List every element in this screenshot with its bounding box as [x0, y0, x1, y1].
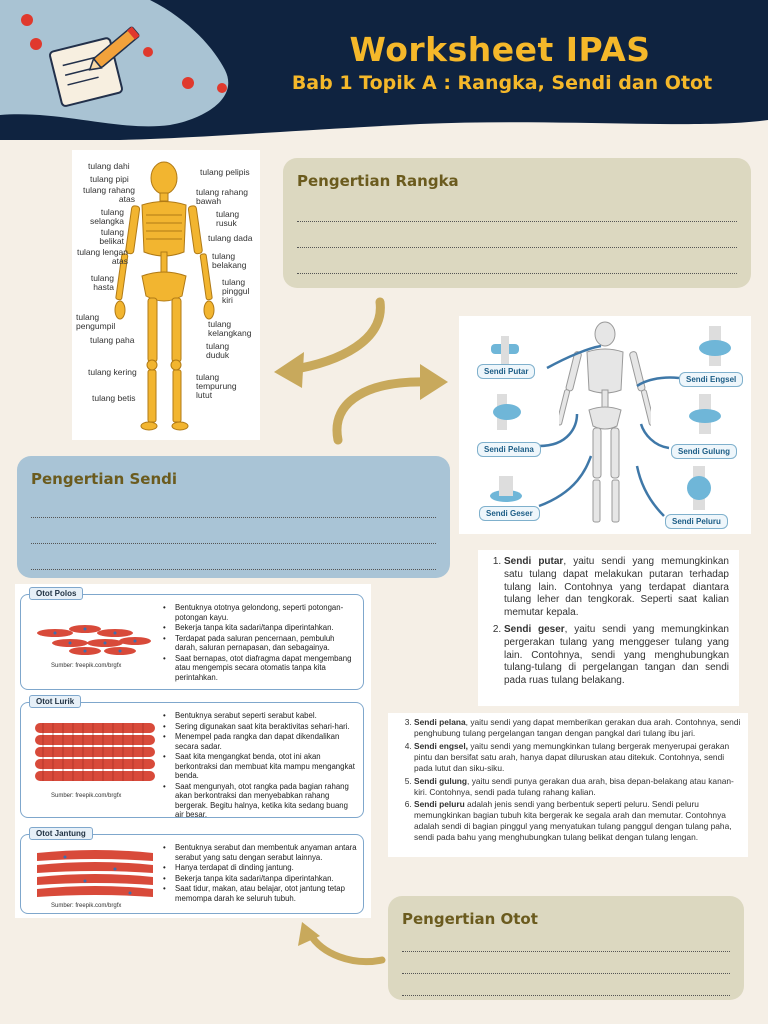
list-item: Saat mengunyah, otot rangka pada bagian … — [163, 782, 357, 820]
label-tulang-pinggul-kiri: tulang pinggul kiri — [222, 277, 250, 305]
label-tulang-lengan-atas: tulang lengan atas — [76, 247, 128, 266]
sendi-list-1-items: Sendi putar, yaitu sendi yang memungkink… — [484, 556, 729, 688]
label-tulang-kelangkang: tulang kelangkang — [208, 319, 252, 338]
sendi-engsel-icon — [699, 326, 731, 366]
sendi-list-1: Sendi putar, yaitu sendi yang memungkink… — [478, 550, 739, 706]
list-item: Sendi pelana, yaitu sendi yang dapat mem… — [414, 717, 742, 739]
otot-card-title: Pengertian Otot — [402, 910, 538, 928]
otot-jantung-source: Sumber: freepik.com/brgfx — [51, 903, 122, 909]
answer-line[interactable] — [402, 974, 730, 996]
sendi-card: Pengertian Sendi — [17, 456, 450, 578]
otot-lurik-tag: Otot Lurik — [29, 695, 82, 708]
label-tulang-kering: tulang kering — [88, 367, 137, 377]
list-item: Bentuknya serabut seperti serabut kabel. — [163, 711, 357, 721]
label-sendi-putar: Sendi Putar — [477, 364, 536, 379]
label-tulang-pengumpil: tulang pengumpil — [76, 312, 116, 331]
label-tulang-rusuk: tulang rusuk — [216, 209, 240, 228]
otot-polos-source: Sumber: freepik.com/brgfx — [51, 663, 122, 669]
label-sendi-peluru: Sendi Peluru — [665, 514, 728, 529]
answer-line[interactable] — [31, 544, 436, 570]
sendi-putar-icon — [491, 336, 519, 364]
otot-jantung-illustration — [37, 850, 153, 897]
notebook-pencil-icon — [48, 26, 140, 107]
arrows-decoration — [274, 297, 448, 445]
answer-line[interactable] — [402, 936, 730, 952]
list-item: Sendi putar, yaitu sendi yang memungkink… — [504, 556, 729, 620]
answer-line[interactable] — [297, 222, 737, 248]
human-skeleton-figure — [559, 321, 651, 523]
sendi-list-2-items: Sendi pelana, yaitu sendi yang dapat mem… — [392, 717, 742, 843]
list-item: Sendi peluru adalah jenis sendi yang ber… — [414, 799, 742, 843]
otot-polos-tag: Otot Polos — [29, 587, 84, 600]
skeleton-figure — [114, 161, 215, 431]
label-tulang-duduk: tulang duduk — [206, 341, 230, 360]
joints-diagram: Sendi Putar Sendi Pelana Sendi Geser Sen… — [459, 316, 751, 534]
label-tulang-tempurung-lutut: tulang tempurung lutut — [196, 372, 237, 400]
answer-line[interactable] — [31, 518, 436, 544]
label-tulang-rahang-bawah: tulang rahang bawah — [196, 187, 248, 206]
otot-jantung-box: Otot Jantung Sumber: freepik.com/brgfx B… — [20, 827, 364, 914]
list-item: Saat kita mengangkat benda, otot ini aka… — [163, 752, 357, 781]
sendi-pelana-icon — [493, 394, 521, 430]
page-subtitle: Bab 1 Topik A : Rangka, Sendi dan Otot — [291, 72, 713, 94]
list-item: Bentuknya serabut dan membentuk anyaman … — [163, 843, 357, 862]
label-tulang-belikat: tulang belikat — [99, 227, 124, 246]
label-tulang-pelipis: tulang pelipis — [200, 167, 250, 177]
label-tulang-hasta: tulang hasta — [90, 273, 114, 292]
answer-line[interactable] — [402, 952, 730, 974]
otot-lurik-list: Bentuknya serabut seperti serabut kabel.… — [163, 711, 357, 821]
otot-polos-box: Otot Polos Sumber: freepik.com/brgfx Ben… — [20, 587, 364, 690]
bottom-arrow-decoration — [298, 922, 386, 966]
answer-line[interactable] — [31, 502, 436, 518]
otot-lurik-illustration — [35, 723, 155, 781]
label-tulang-betis: tulang betis — [92, 393, 136, 403]
sendi-geser-icon — [490, 476, 522, 502]
label-sendi-gulung: Sendi Gulung — [671, 444, 737, 459]
otot-polos-illustration — [37, 625, 151, 655]
list-item: Saat bernapas, otot diafragma dapat meng… — [163, 654, 357, 683]
label-tulang-dada: tulang dada — [208, 233, 253, 243]
label-sendi-engsel: Sendi Engsel — [679, 372, 744, 387]
label-tulang-dahi: tulang dahi — [88, 161, 130, 171]
list-item: Sendi geser, yaitu sendi yang memungkink… — [504, 624, 729, 688]
list-item: Bekerja tanpa kita sadari/tanpa diperint… — [163, 623, 357, 633]
label-tulang-belakang: tulang belakang — [212, 251, 247, 270]
list-item: Hanya terdapat di dinding jantung. — [163, 863, 357, 873]
otot-jantung-list: Bentuknya serabut dan membentuk anyaman … — [163, 843, 357, 904]
list-item: Bekerja tanpa kita sadari/tanpa diperint… — [163, 874, 357, 884]
label-tulang-paha: tulang paha — [90, 335, 135, 345]
sendi-gulung-icon — [689, 394, 721, 434]
otot-jantung-tag: Otot Jantung — [29, 827, 93, 840]
list-item: Sendi engsel, yaitu sendi yang memungkin… — [414, 741, 742, 774]
list-item: Terdapat pada saluran pencernaan, pembul… — [163, 634, 357, 653]
label-tulang-rahang-atas: tulang rahang atas — [83, 185, 135, 204]
sendi-list-2: Sendi pelana, yaitu sendi yang dapat mem… — [388, 713, 748, 857]
otot-card: Pengertian Otot — [388, 896, 744, 1000]
joint-pointer-arrows — [538, 344, 680, 517]
otot-polos-list: Bentuknya ototnya gelondong, seperti pot… — [163, 603, 357, 683]
otot-lurik-box: Otot Lurik Sumber: freepik.com/brgfx Ben… — [20, 695, 364, 821]
skeleton-diagram: tulang dahi tulang pipi tulang rahang at… — [72, 150, 260, 440]
label-tulang-selangka: tulang selangka — [89, 207, 124, 226]
rangka-card: Pengertian Rangka — [283, 158, 751, 288]
list-item: Menempel pada rangka dan dapat dikendali… — [163, 732, 357, 751]
list-item: Sendi gulung, yaitu sendi punya gerakan … — [414, 776, 742, 798]
sendi-peluru-icon — [687, 466, 711, 510]
label-tulang-pipi: tulang pipi — [90, 174, 129, 184]
answer-line[interactable] — [297, 204, 737, 222]
list-item: Saat tidur, makan, atau belajar, otot ja… — [163, 884, 357, 903]
label-sendi-pelana: Sendi Pelana — [477, 442, 541, 457]
otot-lurik-source: Sumber: freepik.com/brgfx — [51, 793, 122, 799]
sendi-card-title: Pengertian Sendi — [31, 470, 178, 488]
page-title: Worksheet IPAS — [349, 30, 651, 69]
answer-line[interactable] — [297, 248, 737, 274]
list-item: Bentuknya ototnya gelondong, seperti pot… — [163, 603, 357, 622]
list-item: Sering digunakan saat kita beraktivitas … — [163, 722, 357, 732]
rangka-card-title: Pengertian Rangka — [297, 172, 459, 190]
label-sendi-geser: Sendi Geser — [479, 506, 540, 521]
